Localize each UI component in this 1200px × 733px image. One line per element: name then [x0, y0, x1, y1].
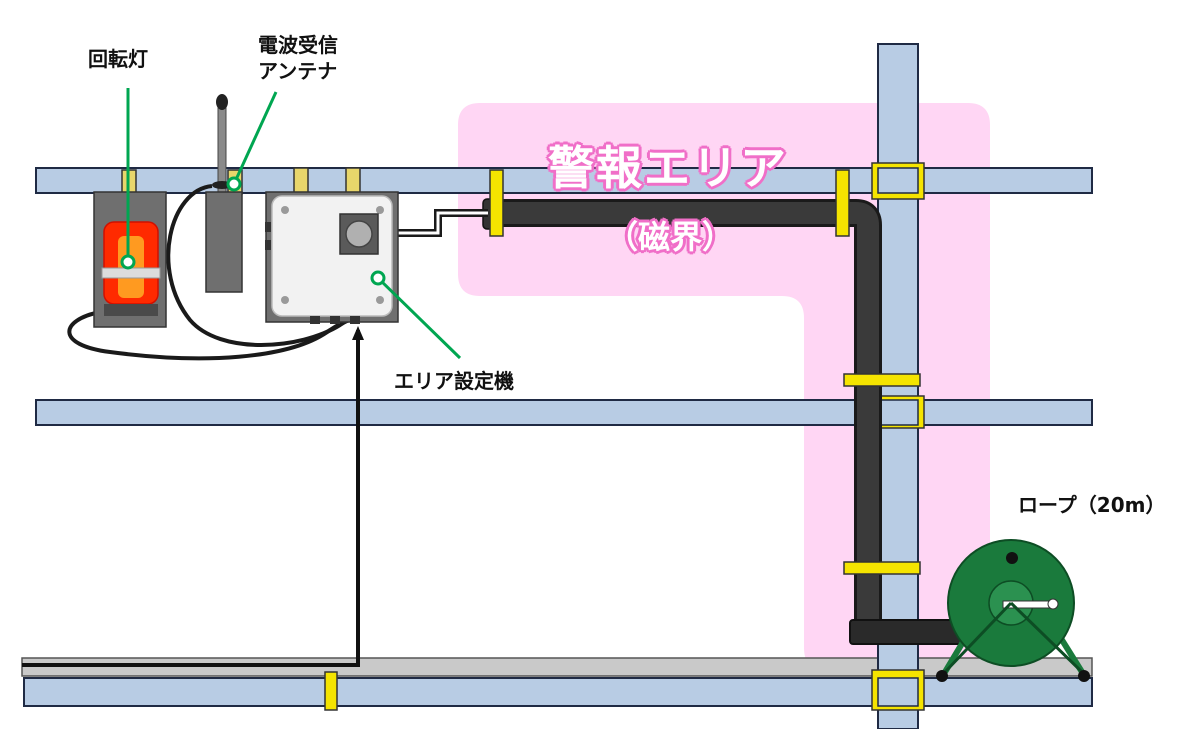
leader-dot-antenna — [226, 176, 242, 192]
coupler-bottom — [871, 669, 925, 711]
alarm-zone-title: 警報エリア — [548, 141, 788, 195]
coupler-top — [871, 162, 925, 200]
scaffold-pipe-middle — [35, 399, 1093, 426]
connector-cable — [396, 211, 488, 235]
scaffold-pipe-bottom — [23, 677, 1093, 707]
leader-line-setter — [376, 276, 462, 360]
rope-reel — [936, 539, 1090, 682]
leader-dot-light — [120, 254, 136, 270]
cable-clamp — [843, 561, 921, 575]
leader-dot-setter — [370, 270, 386, 286]
cable-clamp — [324, 671, 338, 711]
area-setter-label: エリア設定機 — [394, 369, 514, 393]
leader-line-antenna — [232, 91, 278, 185]
radio-antenna — [205, 94, 243, 293]
rope-label: ロープ（20m） — [1018, 493, 1166, 517]
cable-clamp — [489, 169, 504, 237]
power-cable — [22, 330, 360, 667]
magnetic-cable-end — [849, 619, 969, 645]
alarm-zone-subtitle: （磁界） — [606, 218, 735, 256]
cable-clamp — [843, 373, 921, 387]
rotating-light — [93, 169, 167, 328]
rotating-light-label: 回転灯 — [88, 47, 148, 71]
antenna-label-line1: 電波受信 — [258, 33, 338, 57]
antenna-label-line2: アンテナ — [258, 59, 338, 83]
magnetic-cable-core — [496, 202, 879, 632]
area-setting-device — [265, 167, 399, 324]
power-cable-plug — [352, 326, 364, 340]
cable-clamp — [835, 169, 850, 237]
